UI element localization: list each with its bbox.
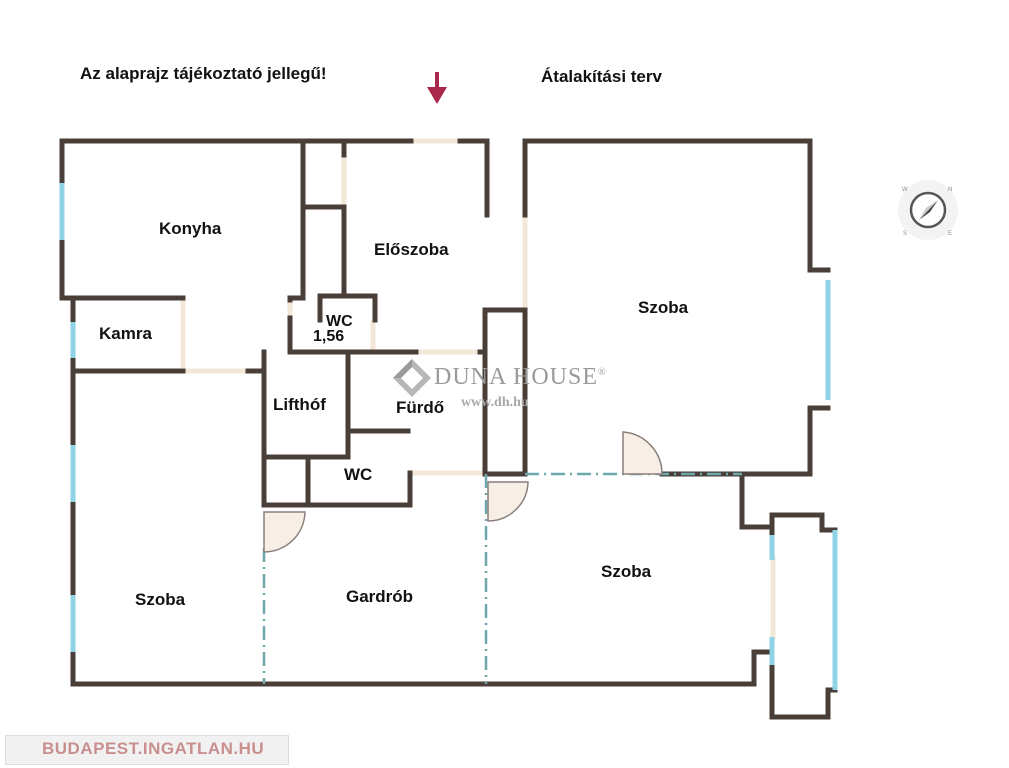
room-label-wc-upper: WC [326,313,353,330]
room-label-gardrob: Gardrób [346,587,414,606]
svg-text:S: S [903,231,907,237]
room-label-eloszoba: Előszoba [374,240,449,259]
footer-site-label: BUDAPEST.INGATLAN.HU [42,739,265,758]
compass-icon: W N S E [898,180,958,240]
watermark-url: www.dh.hu [461,395,529,410]
svg-text:E: E [948,231,952,237]
svg-text:W: W [902,187,908,193]
walls [59,138,838,720]
room-label-szoba-right-upper: Szoba [638,298,689,317]
watermark-registered: ® [598,367,607,378]
room-label-furdo: Fürdő [396,398,445,417]
room-label-szoba-left: Szoba [135,590,186,609]
disclaimer-note: Az alaprajz tájékoztató jellegű! [80,64,327,83]
room-label-wc-lower: WC [344,465,373,484]
room-label-lifthof: Lifthóf [273,395,326,414]
room-label-konyha: Konyha [159,219,222,238]
door-openings [180,138,776,640]
entrance-arrow-icon [427,72,447,104]
duna-house-logo-icon [393,359,431,397]
plan-title: Átalakítási terv [541,67,662,86]
watermark-brand: DUNA HOUSE® [434,364,607,390]
door-swings [263,431,663,553]
room-label-szoba-right-lower: Szoba [601,562,652,581]
footer-badge: BUDAPEST.INGATLAN.HU [5,735,289,765]
svg-text:N: N [948,187,952,193]
windows [59,183,838,690]
room-area-wc-upper: 1,56 [313,328,345,345]
room-label-kamra: Kamra [99,324,152,343]
